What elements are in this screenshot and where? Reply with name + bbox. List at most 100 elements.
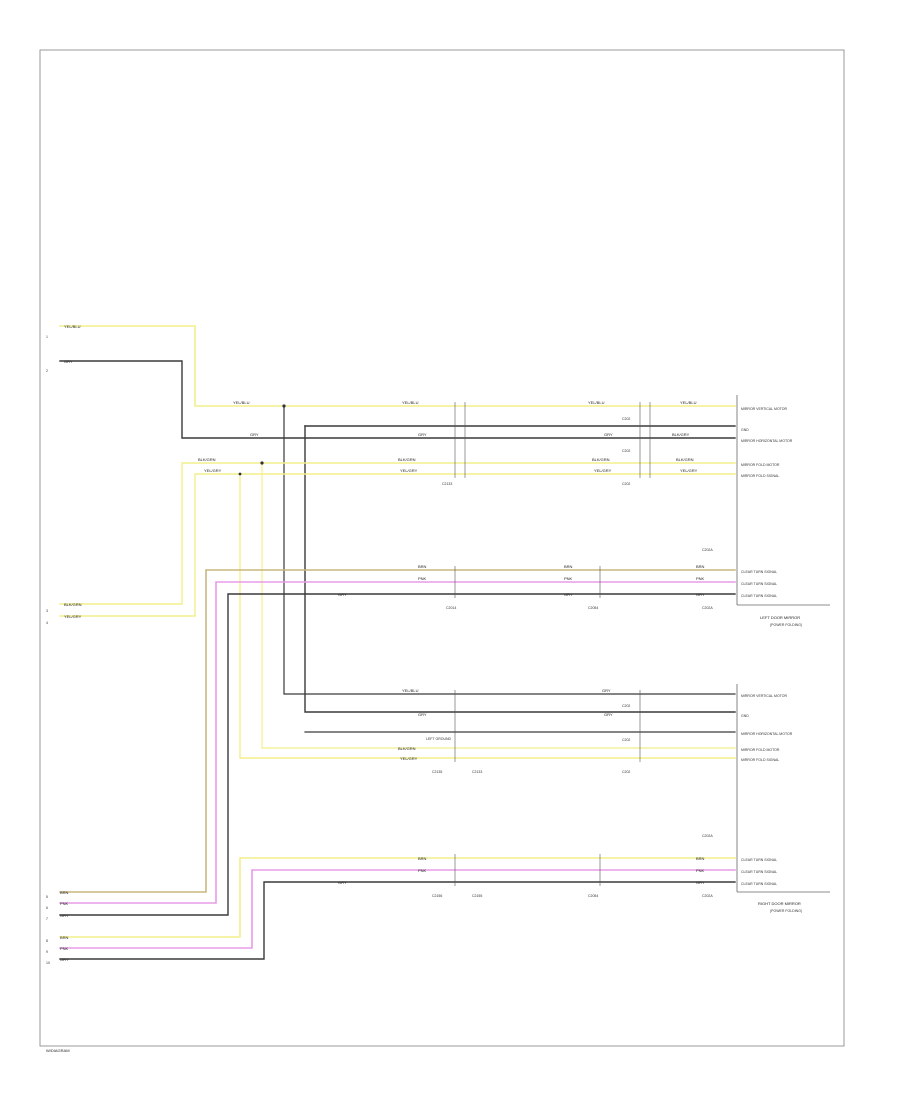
- module-outlines: [736, 395, 830, 893]
- wire-gry-a: [59, 593, 736, 916]
- wire-label: YEL/BLU: [588, 400, 605, 405]
- wire-label: BRN: [418, 564, 427, 569]
- module-pin-name: CLEAR TURN SIGNAL: [741, 594, 777, 598]
- connector-id: C202A: [702, 548, 713, 552]
- connector-marks: [454, 402, 651, 886]
- wire-label: GRY: [418, 712, 427, 717]
- left-pin-10: 10: [46, 961, 50, 965]
- upper-module-sub: (POWER FOLDING): [770, 623, 802, 627]
- wire-label: YEL/BLU: [402, 688, 419, 693]
- wire-label: GRY: [338, 592, 347, 597]
- lower-module-name: RIGHT DOOR MIRROR: [758, 901, 801, 906]
- wire-label: GRY: [602, 688, 611, 693]
- wire-yel-blu-down: [283, 405, 736, 695]
- module-pin-name: MIRROR HORIZONTAL MOTOR: [741, 732, 793, 736]
- left-wire-5: BRN: [60, 890, 69, 895]
- wire-label: BLK/GRN: [592, 457, 610, 462]
- connector-id: C2135: [432, 770, 442, 774]
- module-pin-name: MIRROR FOLD SIGNAL: [741, 758, 779, 762]
- left-pin-6: 6: [46, 906, 48, 910]
- wire-label: GRY: [250, 432, 259, 437]
- wire-label: GRY: [564, 592, 573, 597]
- wire-label: GRY: [696, 592, 705, 597]
- left-pin-2: 2: [46, 369, 48, 373]
- wire-label: PNK: [418, 576, 427, 581]
- wire-yel-blu: [59, 325, 736, 407]
- connector-id: C202: [622, 482, 630, 486]
- left-pin-1: 1: [46, 335, 48, 339]
- module-pin-name: MIRROR FOLD MOTOR: [741, 748, 780, 752]
- wire-gry: [59, 360, 736, 439]
- upper-module-name: LEFT DOOR MIRROR: [760, 615, 800, 620]
- left-wire-2: GRY: [64, 359, 73, 364]
- wire-gry-b: [59, 881, 736, 960]
- wire-yel-gry-down: [239, 473, 736, 759]
- wire-label: PNK: [696, 868, 705, 873]
- wire-label: GRY: [696, 880, 705, 885]
- left-pin-9: 9: [46, 950, 48, 954]
- left-pin-5: 5: [46, 895, 48, 899]
- wire-label: BRN: [564, 564, 573, 569]
- wire-pnk-b: [59, 869, 736, 949]
- module-pin-name: MIRROR VERTICAL MOTOR: [741, 694, 787, 698]
- wire-yel-gry: [59, 473, 736, 617]
- wire-blk-grn: [59, 462, 736, 605]
- left-wire-9: PNK: [60, 946, 69, 951]
- wire-label: PNK: [418, 868, 427, 873]
- module-pin-name: MIRROR FOLD MOTOR: [741, 463, 780, 467]
- connector-id: C2156: [432, 894, 442, 898]
- left-wire-7: GRY: [60, 913, 69, 918]
- wire-label: BRN: [696, 564, 705, 569]
- wire-label: BLK/GRN: [398, 457, 416, 462]
- connector-id: C202: [622, 738, 630, 742]
- connector-id: C202: [622, 770, 630, 774]
- wire-brn-a: [59, 569, 736, 893]
- wire-label: YEL/BLU: [402, 400, 419, 405]
- connector-id: C202A: [702, 606, 713, 610]
- left-wire-1: YEL/BLU: [64, 324, 81, 329]
- connector-id: C202A: [702, 894, 713, 898]
- left-pin-7: 7: [46, 917, 48, 921]
- upper-module-pins: MIRROR VERTICAL MOTOR GND MIRROR HORIZON…: [741, 407, 802, 627]
- wire-pnk-a: [59, 581, 736, 904]
- wire-label: PNK: [564, 576, 573, 581]
- lower-wire-labels: YEL/BLU GRY GRY GRY BLK/GRN YEL/GRY BRN …: [338, 688, 705, 885]
- connector-id: C202A: [702, 834, 713, 838]
- wire-label: PNK: [696, 576, 705, 581]
- connector-id: C2054: [588, 606, 598, 610]
- junction-dots: [238, 404, 286, 476]
- wire-label: BRN: [418, 856, 427, 861]
- module-pin-name: MIRROR HORIZONTAL MOTOR: [741, 439, 793, 443]
- wire-label: YEL/GRY: [204, 468, 222, 473]
- left-pin-3: 3: [46, 609, 48, 613]
- connector-id: C2014: [446, 606, 456, 610]
- module-pin-name: GND: [741, 714, 749, 718]
- connector-id: C2155: [472, 894, 482, 898]
- left-wire-6: PNK: [60, 901, 69, 906]
- module-pin-name: CLEAR TURN SIGNAL: [741, 582, 777, 586]
- connector-id: C202: [622, 449, 630, 453]
- wire-label: GRY: [604, 432, 613, 437]
- module-pin-name: GND: [741, 428, 749, 432]
- connector-id: C2133: [472, 770, 482, 774]
- wire-label: YEL/GRY: [400, 468, 418, 473]
- wire-label: YEL/GRY: [680, 468, 698, 473]
- connector-id: C2133: [442, 482, 452, 486]
- lower-module-sub: (POWER FOLDING): [770, 909, 802, 913]
- module-pin-name: CLEAR TURN SIGNAL: [741, 858, 777, 862]
- connector-id-labels: C202 C202 C2133 C202 C202A C2014 C2054 C…: [426, 417, 713, 898]
- left-wire-10: GRY: [60, 957, 69, 962]
- wire-gnd-bus-v: [304, 425, 736, 713]
- lower-module-pins: MIRROR VERTICAL MOTOR GND MIRROR HORIZON…: [741, 694, 802, 913]
- page-label: W/DIAGRAM: [46, 1048, 70, 1053]
- module-pin-name: MIRROR FOLD SIGNAL: [741, 474, 779, 478]
- left-wire-4: YEL/GRY: [64, 614, 82, 619]
- wire-label: YEL/GRY: [594, 468, 612, 473]
- connector-id: C202: [622, 704, 630, 708]
- wire-label: GRY: [418, 432, 427, 437]
- left-terminal-labels: 1 YEL/BLU 2 GRY 3 BLK/GRN 4 YEL/GRY 5 BR…: [46, 324, 82, 965]
- upper-wire-labels: YEL/BLU YEL/BLU YEL/BLU YEL/BLU GRY GRY …: [198, 400, 705, 597]
- left-pin-8: 8: [46, 939, 48, 943]
- wire-blk-grn-down: [261, 462, 736, 749]
